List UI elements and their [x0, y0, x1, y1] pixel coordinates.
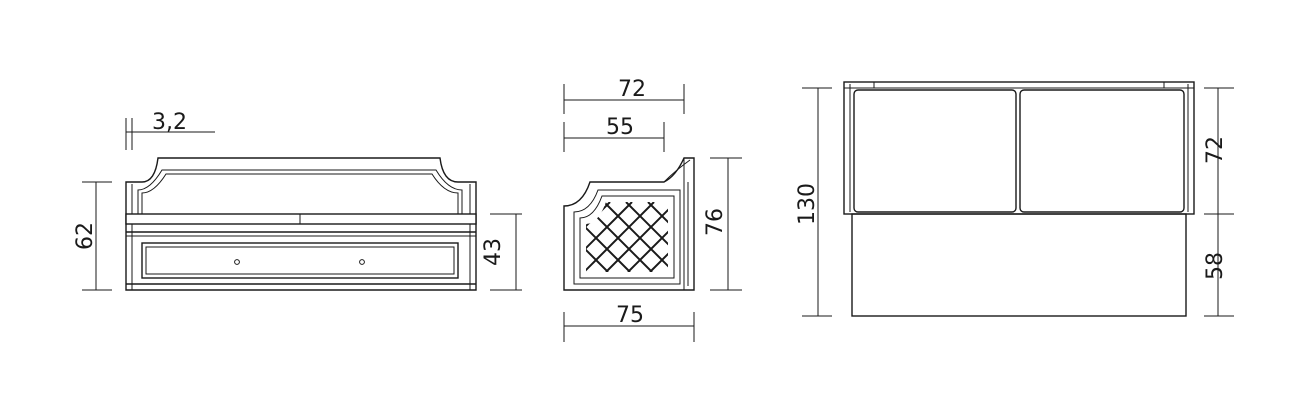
- side-panel-frame: [573, 189, 681, 285]
- dim-front-rail: 3,2: [152, 110, 187, 135]
- side-lattice: [586, 202, 668, 272]
- side-view: [563, 157, 695, 291]
- top-extension: [851, 213, 1187, 317]
- dim-side-bottom-depth: 75: [616, 303, 644, 328]
- dim-side-mid-depth: 55: [606, 115, 634, 140]
- drawer-knob-right: [359, 259, 365, 265]
- dim-front-seat-height: 43: [481, 238, 506, 266]
- top-cushion-right: [1019, 89, 1185, 213]
- dim-top-lower-width: 58: [1203, 252, 1228, 280]
- dim-side-height: 76: [703, 208, 728, 236]
- dim-top-total-length: 130: [795, 183, 820, 225]
- top-view: [843, 81, 1195, 317]
- front-drawer: [141, 242, 459, 279]
- dim-side-top-depth: 72: [618, 77, 646, 102]
- front-seat-cushion: [125, 213, 477, 225]
- front-dimensions: 3,2 62 43: [73, 110, 522, 291]
- drawer-knob-left: [234, 259, 240, 265]
- top-dimensions: 130 72 58: [795, 87, 1234, 317]
- front-view: [125, 157, 477, 291]
- top-frame: [843, 81, 1195, 215]
- front-headboard-inner-panel: [137, 169, 463, 216]
- side-dimensions: 72 55 76 75: [563, 77, 742, 342]
- dim-top-upper-width: 72: [1203, 136, 1228, 164]
- front-headboard-outline: [125, 157, 477, 291]
- dim-front-height: 62: [73, 222, 98, 250]
- top-cushion-left: [853, 89, 1017, 213]
